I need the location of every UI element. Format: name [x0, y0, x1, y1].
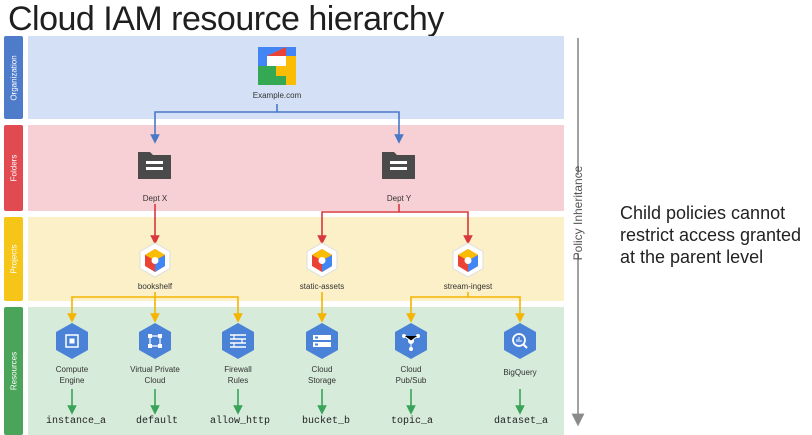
- folder-label-dept-y: Dept Y: [386, 194, 412, 203]
- bookshelf-to-firewall-connector: [155, 296, 243, 323]
- resource-label-bigquery: BigQuery: [503, 368, 537, 377]
- policy-inheritance-label: Policy Inheritance: [571, 165, 585, 261]
- folder-icon: [138, 152, 171, 179]
- level-tab-projects: Projects: [4, 217, 23, 301]
- project-hexagon-icon: [306, 242, 338, 278]
- resource-label-line2: Rules: [227, 376, 249, 385]
- page-title: Cloud IAM resource hierarchy: [8, 0, 444, 38]
- instance-label-instance-a: instance_a: [45, 416, 107, 427]
- project-label-static-assets: static-assets: [299, 282, 345, 291]
- org-to-deptx-connector: [150, 104, 278, 144]
- instance-label-bucket-b: bucket_b: [301, 416, 351, 427]
- depty-to-stream-ingest-connector: [399, 211, 473, 245]
- resource-label-line1: Virtual Private: [130, 365, 180, 374]
- cloud-storage-icon: [306, 323, 338, 359]
- resource-label-line1: Cloud: [311, 365, 333, 374]
- org-to-depty-connector: [277, 111, 404, 144]
- resource-label-line2: Pub/Sub: [395, 376, 427, 385]
- compute-engine-icon: [56, 323, 88, 359]
- level-tab-resources: Resources: [4, 307, 23, 435]
- level-tab-folders: Folders: [4, 125, 23, 211]
- bookshelf-to-compute-connector: [67, 292, 156, 323]
- stream-ingest-to-bigquery-connector: [468, 296, 525, 323]
- firewall-icon: [222, 323, 254, 359]
- project-label-bookshelf: bookshelf: [137, 282, 173, 291]
- resource-label-line1: Compute: [55, 365, 89, 374]
- instance-label-default: default: [135, 416, 179, 427]
- side-note: Child policies cannot restrict access gr…: [620, 203, 802, 267]
- resources-band: [28, 307, 564, 435]
- resource-label-line2: Storage: [307, 376, 337, 385]
- project-hexagon-icon: [139, 242, 171, 278]
- folders-band: [28, 125, 564, 211]
- instance-label-topic-a: topic_a: [390, 416, 434, 427]
- stream-ingest-to-pubsub-connector: [406, 292, 469, 323]
- instance-label-allow-http: allow_http: [209, 416, 271, 427]
- pubsub-icon: [395, 323, 427, 359]
- folder-label-dept-x: Dept X: [142, 194, 168, 203]
- vpc-icon: [139, 323, 171, 359]
- instance-label-dataset-a: dataset_a: [493, 416, 549, 427]
- resource-label-line2: Engine: [59, 376, 85, 385]
- org-label: Example.com: [252, 91, 302, 100]
- resource-label-line2: Cloud: [144, 376, 166, 385]
- project-label-stream-ingest: stream-ingest: [443, 282, 493, 291]
- bigquery-icon: [504, 323, 536, 359]
- resource-label-line1: Cloud: [400, 365, 422, 374]
- resource-label-line1: Firewall: [224, 365, 252, 374]
- folder-icon: [382, 152, 415, 179]
- project-hexagon-icon: [452, 242, 484, 278]
- google-cloud-logo-icon: [258, 47, 296, 85]
- level-tab-organization: Organization: [4, 36, 23, 119]
- depty-to-static-assets-connector: [317, 204, 400, 245]
